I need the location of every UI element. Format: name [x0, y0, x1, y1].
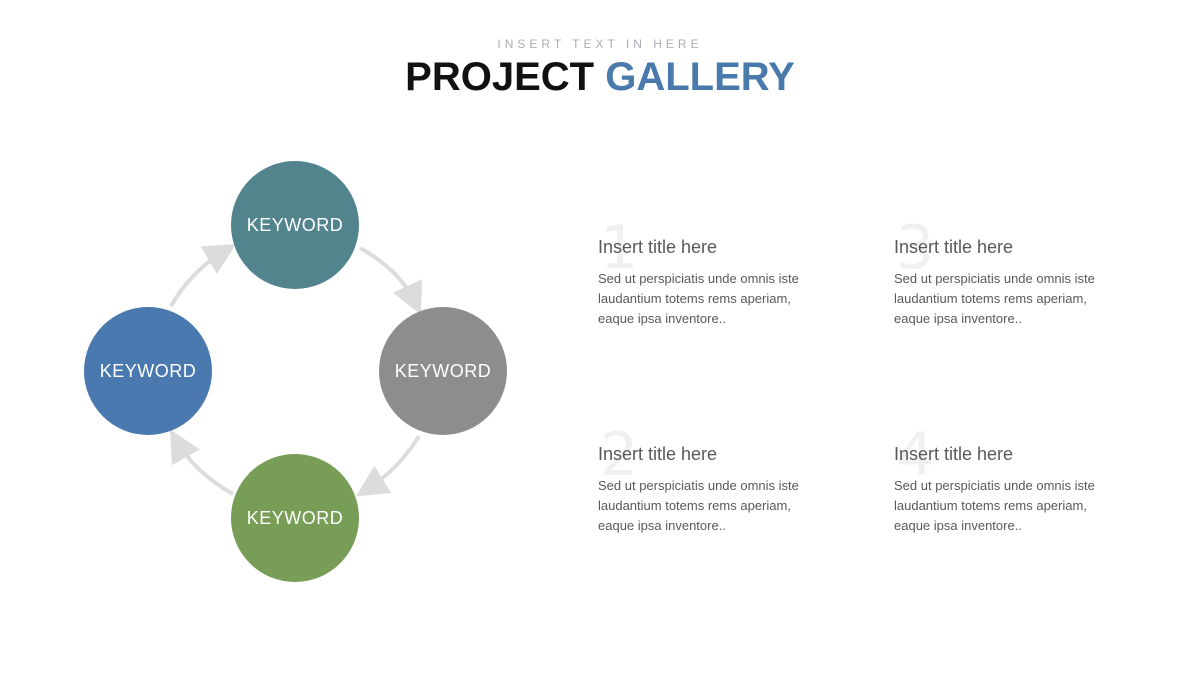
item-description: Sed ut perspiciatis unde omnis iste laud… — [894, 478, 1095, 533]
info-item-1: 1 Insert title here Sed ut perspiciatis … — [598, 218, 838, 329]
cycle-node-bottom: KEYWORD — [231, 454, 359, 582]
cycle-node-label: KEYWORD — [394, 360, 492, 381]
item-title: Insert title here — [598, 237, 718, 257]
cycle-node-top: KEYWORD — [231, 161, 359, 289]
info-item-2: 2 Insert title here Sed ut perspiciatis … — [598, 425, 838, 536]
item-title: Insert title here — [894, 444, 1014, 464]
arrow-top-to-right — [359, 246, 422, 315]
page-title: PROJECT GALLERY — [0, 52, 1200, 102]
item-title: Insert title here — [894, 237, 1014, 257]
arrow-right-to-bottom — [355, 434, 421, 497]
cycle-node-left: KEYWORD — [84, 307, 212, 435]
item-number: 1 — [600, 213, 639, 283]
item-number: 4 — [896, 420, 935, 490]
item-title: Insert title here — [598, 444, 718, 464]
item-number: 3 — [896, 213, 935, 283]
title-main: PROJECT — [405, 55, 595, 99]
info-item-3: 3 Insert title here Sed ut perspiciatis … — [894, 218, 1134, 329]
eyebrow-text: INSERT TEXT IN HERE — [497, 37, 703, 51]
cycle-node-label: KEYWORD — [99, 360, 197, 381]
cycle-node-label: KEYWORD — [246, 214, 344, 235]
item-description: Sed ut perspiciatis unde omnis iste laud… — [598, 271, 799, 326]
title-accent: GALLERY — [605, 55, 795, 99]
item-description: Sed ut perspiciatis unde omnis iste laud… — [894, 271, 1095, 326]
cycle-node-label: KEYWORD — [246, 507, 344, 528]
arrow-left-to-top — [169, 243, 237, 308]
item-number: 2 — [600, 420, 639, 490]
item-description: Sed ut perspiciatis unde omnis iste laud… — [598, 478, 799, 533]
cycle-node-right: KEYWORD — [379, 307, 507, 435]
info-item-4: 4 Insert title here Sed ut perspiciatis … — [894, 425, 1134, 536]
arrow-bottom-to-left — [170, 429, 234, 496]
